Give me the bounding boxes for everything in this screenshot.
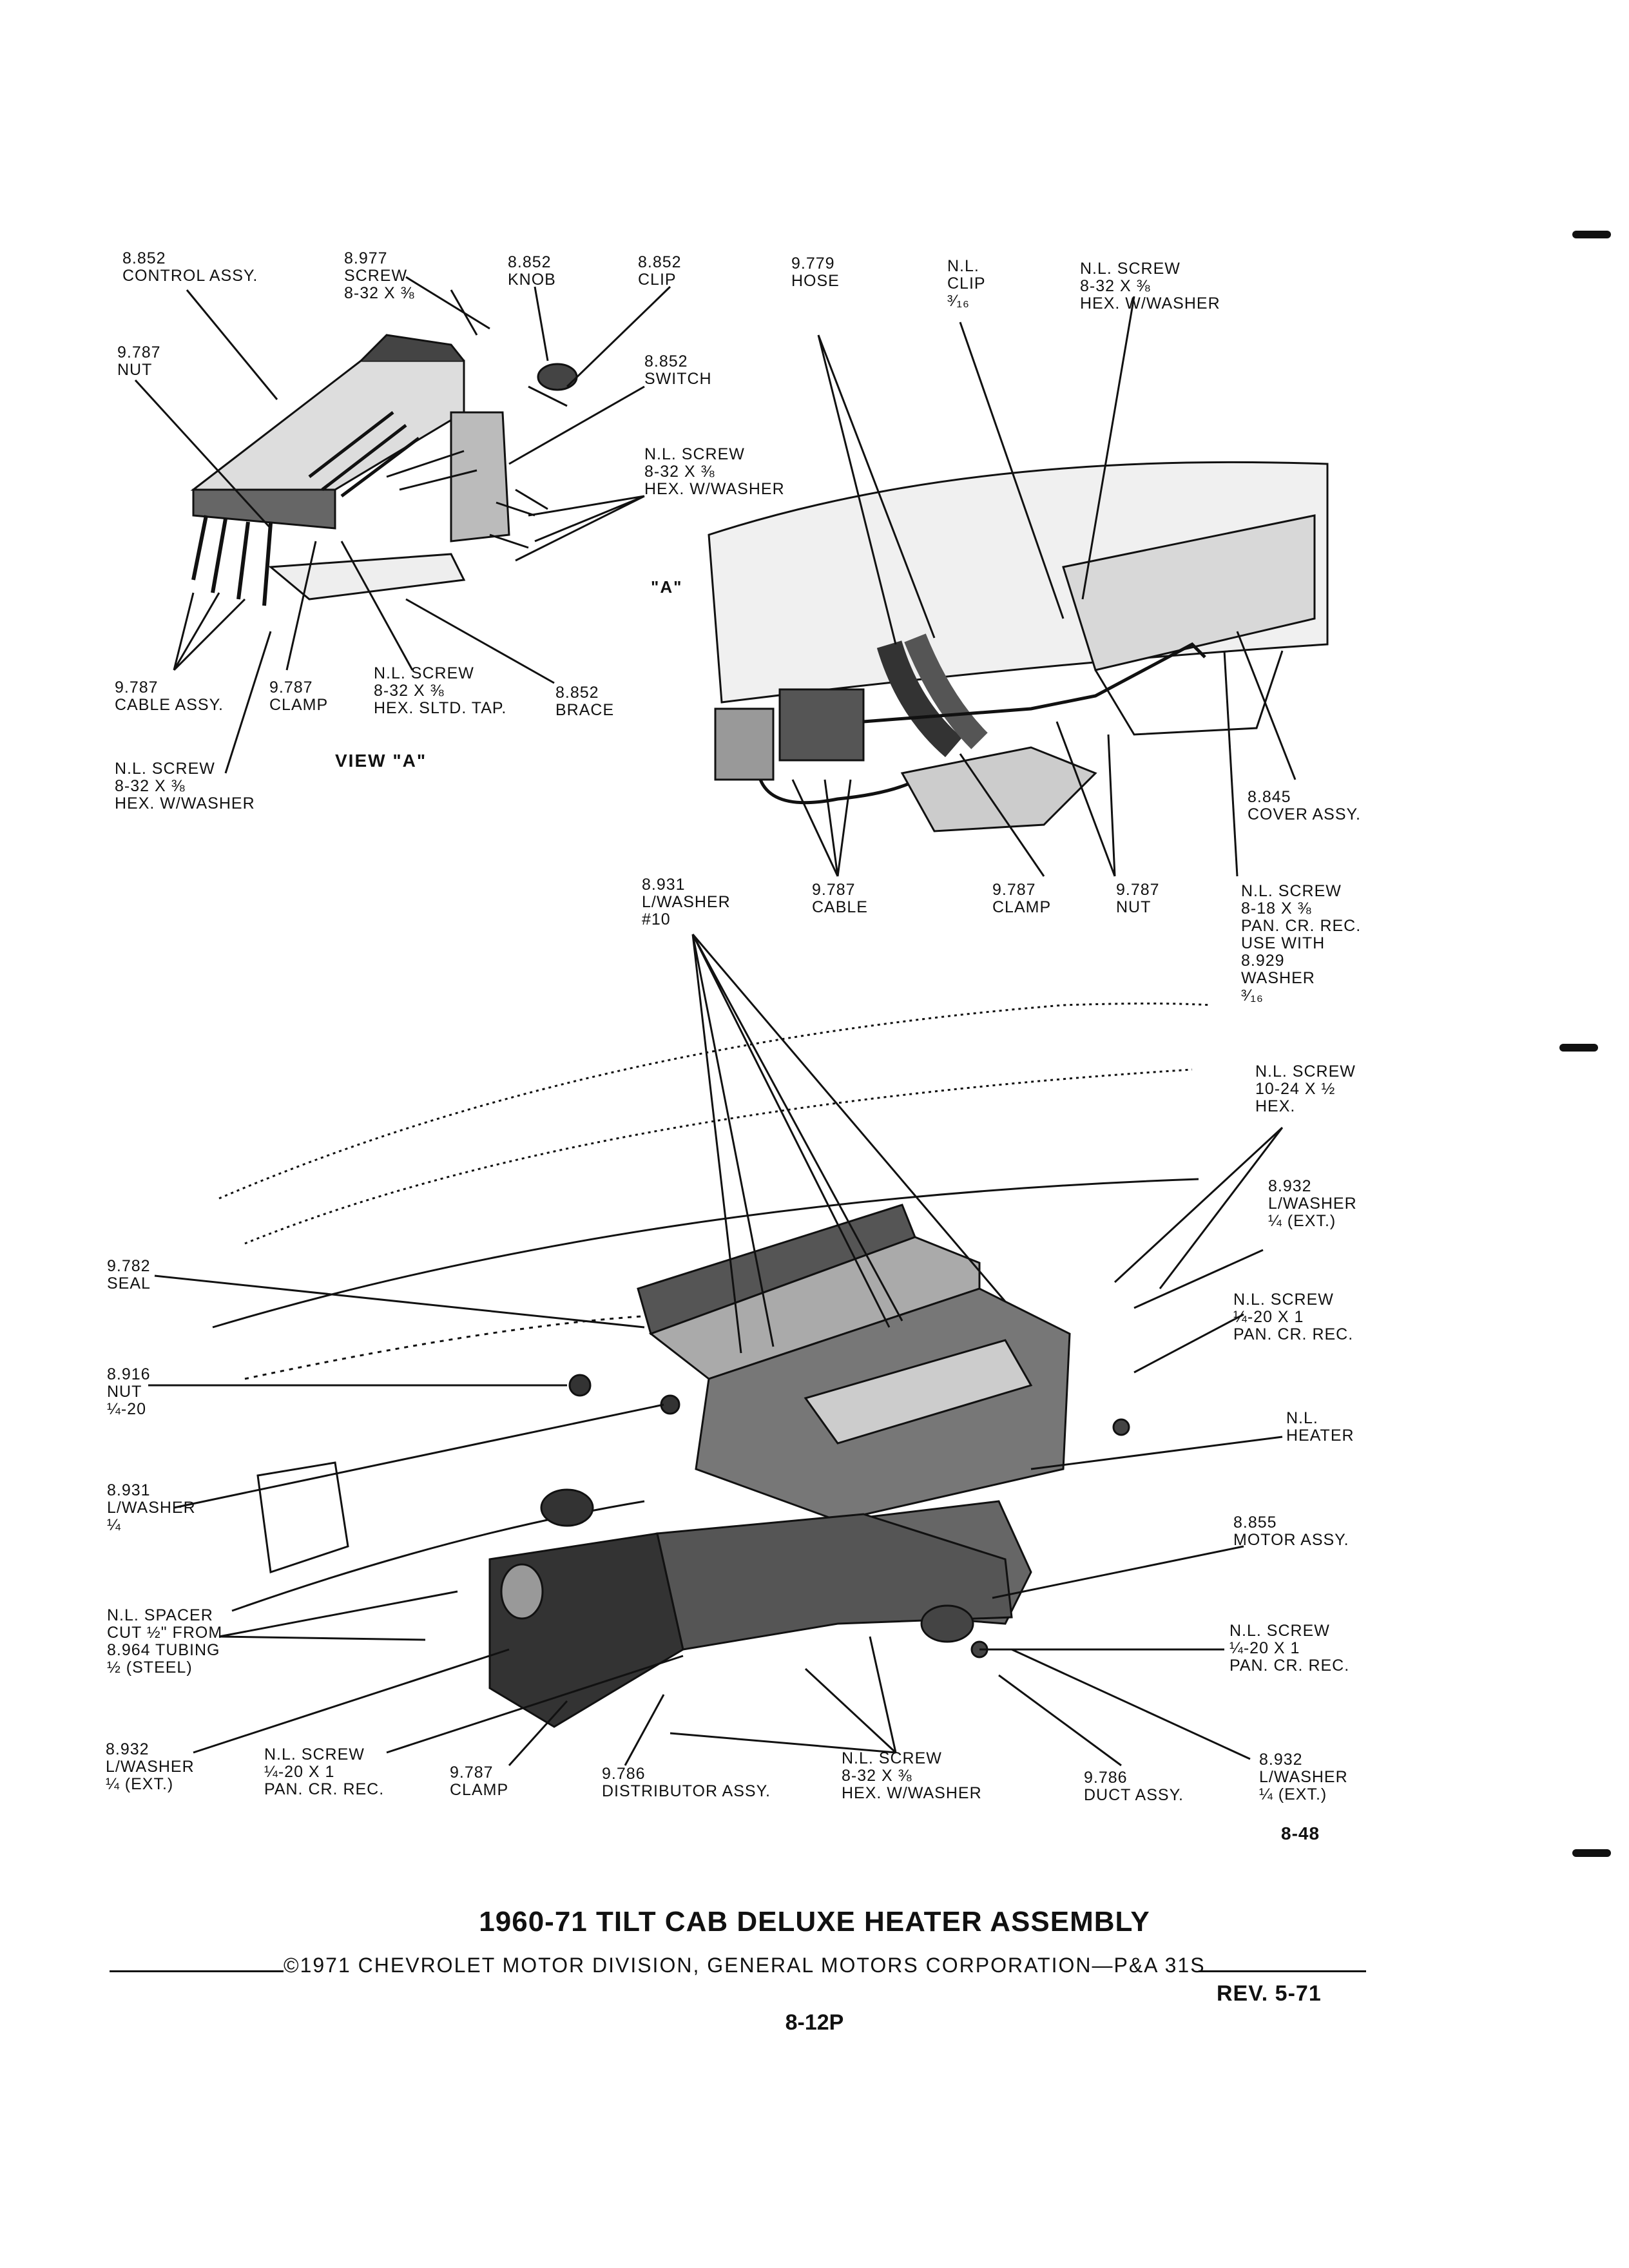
figure-code: 8-48 — [1281, 1823, 1320, 1843]
edge-mark — [1559, 1044, 1598, 1052]
copyright-line: ©1971 CHEVROLET MOTOR DIVISION, GENERAL … — [284, 1954, 1206, 1977]
revision-label: REV. 5-71 — [1217, 1981, 1322, 2006]
rule-right — [1199, 1970, 1366, 1972]
view-a-marker: "A" — [651, 577, 683, 597]
rule-left — [110, 1970, 284, 1972]
heater-drawing — [212, 1003, 1212, 1728]
page-title: 1960-71 TILT CAB DELUXE HEATER ASSEMBLY — [479, 1906, 1150, 1937]
control-assembly-drawing — [190, 334, 578, 606]
leader-lines — [134, 276, 1296, 1767]
view-a-label: VIEW "A" — [335, 751, 427, 771]
view-a-drawing — [708, 461, 1329, 832]
callout-nl-heater: N.L.HEATER — [1286, 1409, 1354, 1445]
edge-mark — [1572, 231, 1611, 238]
page-number: 8-12P — [785, 2010, 844, 2035]
edge-mark — [1572, 1849, 1611, 1857]
